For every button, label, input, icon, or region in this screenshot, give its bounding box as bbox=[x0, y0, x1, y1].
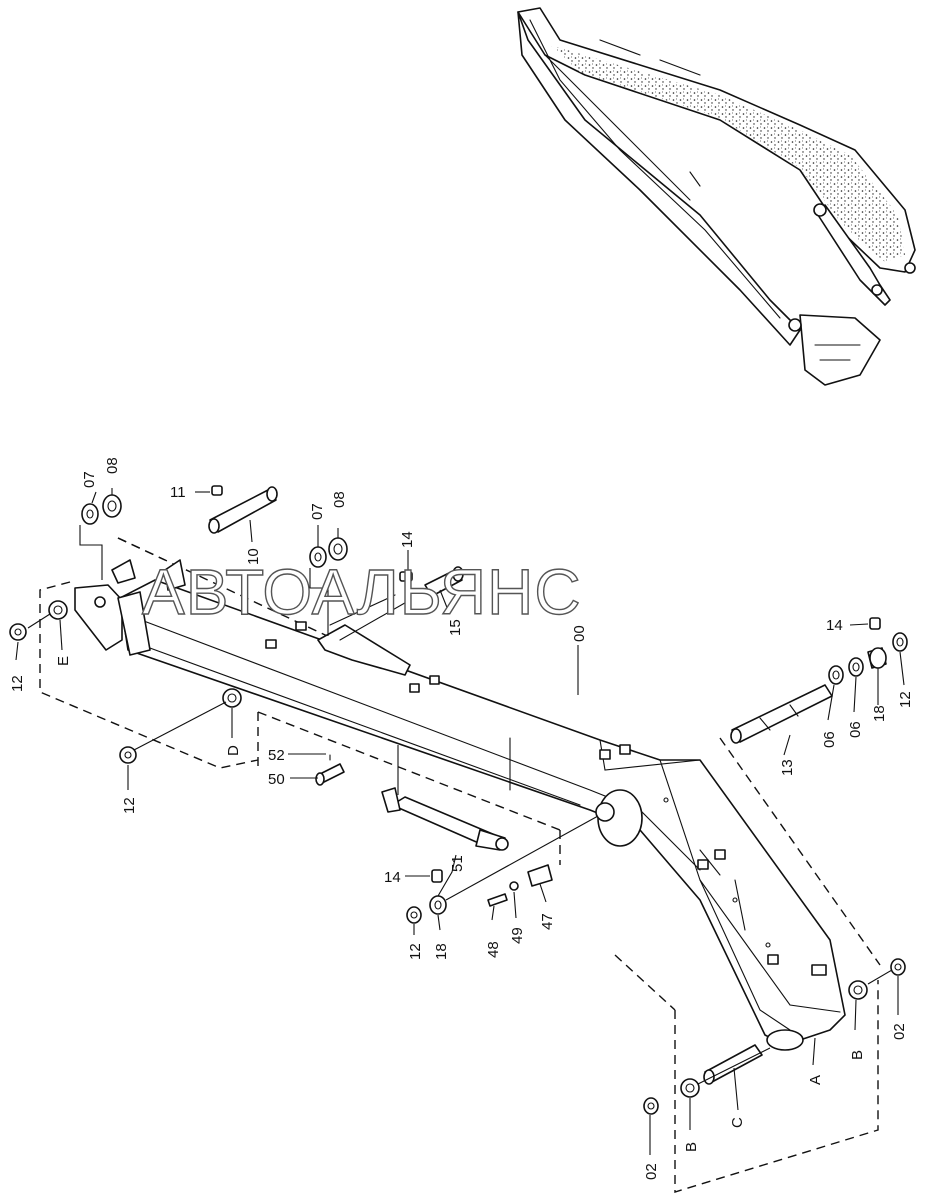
label-13: 13 bbox=[779, 759, 796, 776]
label-50: 50 bbox=[268, 771, 285, 788]
label-15: 15 bbox=[447, 619, 464, 636]
pins-and-bushings bbox=[9, 485, 908, 1115]
label-14-lower: 14 bbox=[384, 869, 401, 886]
leader-lines bbox=[15, 488, 905, 1155]
label-B-lower: B bbox=[683, 1142, 700, 1152]
label-07-left: 07 bbox=[81, 471, 98, 488]
overview-arm-illustration bbox=[517, 7, 916, 386]
label-49: 49 bbox=[509, 927, 526, 944]
label-E: E bbox=[55, 656, 72, 666]
label-06-b: 06 bbox=[847, 721, 864, 738]
label-08-left: 08 bbox=[104, 457, 121, 474]
label-51: 51 bbox=[449, 855, 466, 872]
label-02-lower: 02 bbox=[643, 1163, 660, 1180]
label-52: 52 bbox=[268, 747, 285, 764]
label-18-right: 18 bbox=[871, 705, 888, 722]
label-10: 10 bbox=[245, 548, 262, 565]
label-A: A bbox=[807, 1075, 824, 1085]
label-48: 48 bbox=[485, 941, 502, 958]
label-47: 47 bbox=[539, 913, 556, 930]
label-12-lower-left: 12 bbox=[121, 797, 138, 814]
label-18-lower: 18 bbox=[433, 943, 450, 960]
watermark-text: АВТОАЛЬЯНС bbox=[142, 556, 582, 628]
label-12-left: 12 bbox=[9, 675, 26, 692]
label-D: D bbox=[225, 745, 242, 756]
label-00: 00 bbox=[571, 625, 588, 642]
main-boom bbox=[74, 559, 846, 1051]
part-labels: 07 08 11 10 07 08 14 15 00 14 06 06 18 1… bbox=[9, 457, 914, 1180]
label-B-right: B bbox=[849, 1050, 866, 1060]
label-12-lower: 12 bbox=[407, 943, 424, 960]
label-08-mid: 08 bbox=[331, 491, 348, 508]
label-14-right: 14 bbox=[826, 617, 843, 634]
label-C: C bbox=[729, 1117, 746, 1128]
label-12-right: 12 bbox=[897, 691, 914, 708]
label-14-top: 14 bbox=[399, 531, 416, 548]
label-07-mid: 07 bbox=[309, 503, 326, 520]
label-06-a: 06 bbox=[821, 731, 838, 748]
label-11: 11 bbox=[170, 484, 186, 501]
label-02-right: 02 bbox=[891, 1023, 908, 1040]
